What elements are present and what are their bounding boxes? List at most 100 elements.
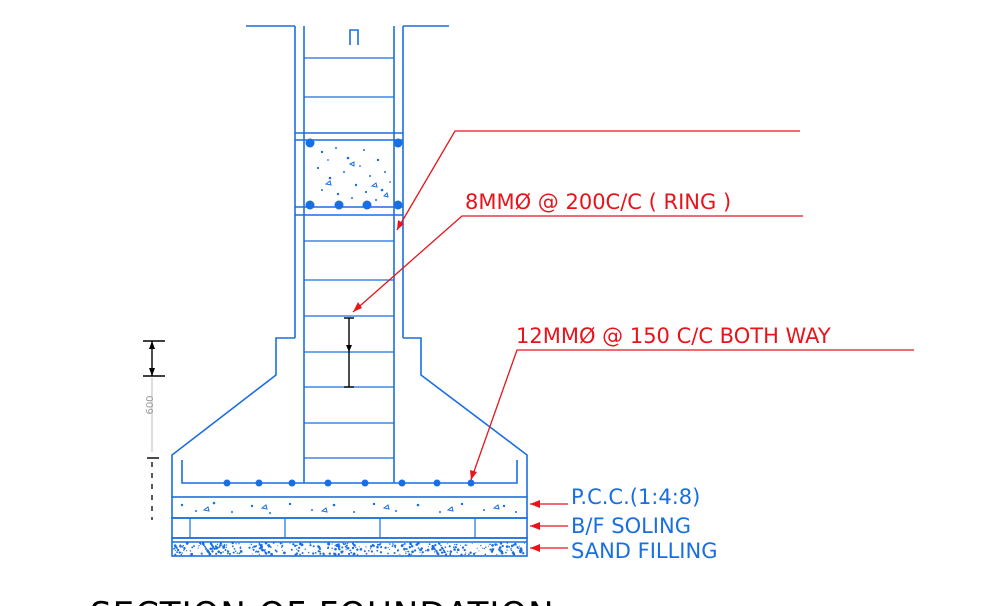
sand-grain <box>444 546 447 549</box>
sand-grain <box>408 546 412 549</box>
sand-grain <box>498 546 502 549</box>
sand-grain <box>454 546 457 549</box>
sand-grain <box>522 552 525 555</box>
sand-grain <box>260 545 263 549</box>
sand-grain <box>397 549 400 552</box>
sand-grain <box>491 544 494 547</box>
sand-grain <box>411 550 414 554</box>
sand-grain <box>318 546 321 549</box>
sand-grain <box>476 547 478 549</box>
sand-grain <box>185 542 189 545</box>
callout-leaders <box>352 130 914 552</box>
sand-grain <box>174 549 176 551</box>
footing-depth-dimension: 600 <box>143 340 165 520</box>
sand-grain <box>232 551 235 554</box>
ring-stirrups <box>304 57 394 459</box>
sand-grain <box>439 548 442 552</box>
sand-grain <box>510 549 513 552</box>
sand-grain <box>350 551 353 554</box>
sand-grain <box>373 553 375 555</box>
sand-grain <box>413 549 417 552</box>
sand-grain <box>334 547 337 551</box>
sand-grain <box>189 550 192 552</box>
sand-grain <box>336 543 339 546</box>
sand-grain <box>274 549 277 552</box>
sand-grain <box>448 545 451 548</box>
sand-grain <box>250 543 253 546</box>
sand-grain <box>369 545 373 548</box>
sand-grain <box>213 547 216 551</box>
sand-grain <box>226 550 229 552</box>
sand-grain <box>449 550 453 553</box>
sand-grain <box>436 552 440 556</box>
sand-grain <box>481 547 484 549</box>
sand-grain <box>175 547 178 549</box>
sand-grain <box>523 542 526 544</box>
sand-grain <box>219 542 223 545</box>
sand-grain <box>180 554 183 556</box>
sand-grain <box>319 550 321 553</box>
sand-grain <box>352 554 354 556</box>
sand-grain <box>341 550 344 553</box>
sand-grain <box>261 548 264 552</box>
sand-grain <box>331 547 333 550</box>
sand-grain <box>505 545 509 548</box>
sand-grain <box>464 553 466 556</box>
sand-grain <box>472 552 476 556</box>
sand-grain <box>418 548 422 551</box>
sand-grain <box>471 542 473 544</box>
sand-grain <box>494 544 497 547</box>
sand-grain <box>435 549 438 552</box>
sand-grain <box>384 546 387 549</box>
sand-grain <box>215 545 217 548</box>
sand-grain <box>501 544 504 548</box>
sand-grain <box>297 549 300 552</box>
sand-grain <box>468 553 470 556</box>
sand-grain <box>345 544 348 547</box>
sand-grain <box>417 547 420 549</box>
sand-grain <box>419 551 421 553</box>
sand-grain <box>363 550 366 553</box>
sand-grain <box>300 543 304 547</box>
sand-grain <box>296 544 298 547</box>
sand-grain <box>376 549 379 552</box>
sand-grain <box>399 553 401 555</box>
sand-grain <box>510 547 512 549</box>
sand-grain <box>519 550 522 554</box>
sand-grain <box>352 552 356 556</box>
sand-grain <box>200 543 202 545</box>
mesh-bar-callout: 12MMØ @ 150 C/C BOTH WAY <box>516 324 831 348</box>
sand-grain <box>312 552 315 555</box>
sand-grain <box>234 550 237 552</box>
sand-grain <box>496 544 498 546</box>
sand-grain <box>252 548 255 551</box>
sand-grain <box>299 553 301 556</box>
sand-grain <box>181 552 183 554</box>
sand-grain <box>264 550 266 552</box>
sand-grain <box>376 543 379 546</box>
sand-grain <box>223 544 226 547</box>
sand-grain <box>353 544 356 547</box>
sand-grain <box>405 551 407 553</box>
sand-grain <box>176 548 180 552</box>
sand-grain <box>228 552 231 556</box>
sand-grain <box>258 544 260 546</box>
sand-grain <box>197 547 199 549</box>
sand-grain <box>216 543 219 546</box>
sand-grain <box>209 547 213 551</box>
sand-grain <box>519 547 523 551</box>
sand-grain <box>192 545 195 548</box>
sand-grain <box>461 546 465 549</box>
sand-grain <box>346 542 349 545</box>
sand-grain <box>298 546 301 549</box>
sand-grain <box>483 547 486 550</box>
sand-grain <box>405 548 408 550</box>
sand-grain <box>337 545 341 548</box>
ring-bar-callout: 8MMØ @ 200C/C ( RING ) <box>465 190 731 214</box>
sand-grain <box>272 542 275 544</box>
sand-grain <box>296 548 298 550</box>
plinth-beam <box>295 132 403 216</box>
sand-grain <box>205 548 208 550</box>
sand-grain <box>344 542 347 545</box>
